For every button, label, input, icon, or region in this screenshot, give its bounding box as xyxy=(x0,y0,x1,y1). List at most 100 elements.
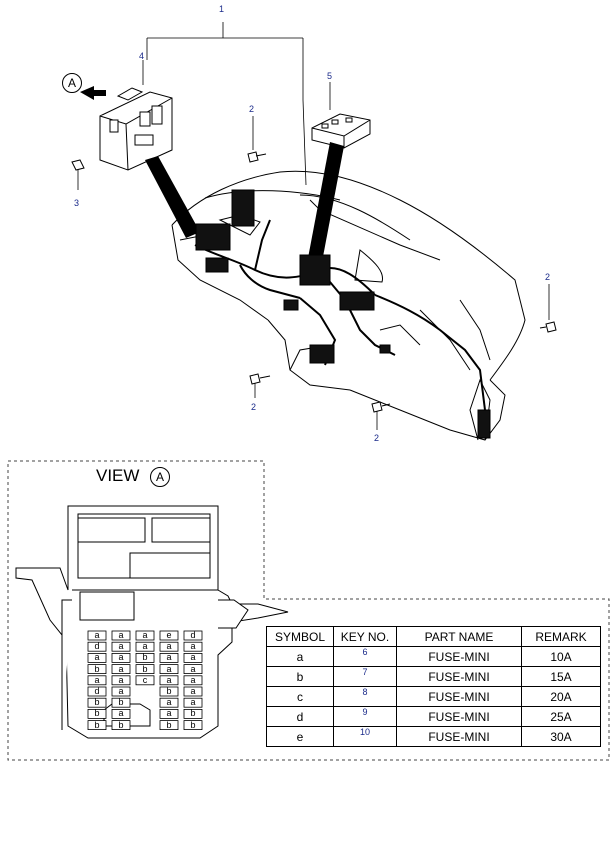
table-row: c 8 FUSE-MINI 20A xyxy=(266,686,601,707)
cell-symbol: c xyxy=(266,686,334,707)
cell-part: FUSE-MINI xyxy=(396,706,522,727)
fuse-slot xyxy=(183,709,203,719)
table-row: e 10 FUSE-MINI 30A xyxy=(266,726,601,747)
fuse-slot-label: b xyxy=(94,708,100,719)
harness-ribbons xyxy=(145,142,344,262)
header-part-name: PART NAME xyxy=(396,626,522,647)
callout-1: 1 xyxy=(219,4,225,14)
fuse-slot xyxy=(87,675,107,686)
cell-remark: 25A xyxy=(521,706,601,727)
fuse-slot-label: b xyxy=(118,697,124,708)
fuse-slot xyxy=(87,686,107,697)
fuse-slot xyxy=(135,630,155,641)
view-a-marker: A xyxy=(62,73,82,93)
fuse-slot-label: a xyxy=(94,630,100,640)
fuse-slot-label: b xyxy=(166,686,172,696)
fuse-slot xyxy=(87,709,107,719)
table-row: a 6 FUSE-MINI 10A xyxy=(266,646,601,667)
fuse-slot xyxy=(87,653,107,663)
fuse-slot xyxy=(111,641,131,652)
fuse-slot xyxy=(183,630,203,641)
cell-key: 9 xyxy=(333,706,397,727)
fuse-slot xyxy=(135,641,155,652)
relay-module xyxy=(311,113,371,149)
fuse-slot xyxy=(135,653,155,663)
cell-symbol: a xyxy=(266,646,334,667)
cell-remark: 15A xyxy=(521,666,601,687)
fuse-box-outline xyxy=(15,505,289,739)
table-row: b 7 FUSE-MINI 15A xyxy=(266,666,601,687)
callout-2-right: 2 xyxy=(545,272,551,282)
callout-2-bottom: 2 xyxy=(251,402,257,412)
fuse-slot-label: b xyxy=(166,719,172,730)
fuse-slot xyxy=(183,675,203,686)
fuse-slot xyxy=(111,653,131,663)
fuse-slot-label: d xyxy=(94,641,100,652)
cell-part: FUSE-MINI xyxy=(396,686,522,707)
table-header-row: SYMBOL KEY NO. PART NAME REMARK xyxy=(266,626,601,647)
fuse-slot xyxy=(159,664,179,674)
fuse-slot xyxy=(183,641,203,652)
fuse-slot xyxy=(111,664,131,674)
fuse-slot-label: b xyxy=(142,663,148,674)
cell-key: 8 xyxy=(333,686,397,707)
fuse-slot-label: a xyxy=(118,652,124,663)
cell-remark: 10A xyxy=(521,646,601,667)
cell-symbol: b xyxy=(266,666,334,687)
cell-key: 7 xyxy=(333,666,397,687)
fuse-slot-label: a xyxy=(118,663,124,674)
fuse-slot xyxy=(159,653,179,663)
fuse-slot xyxy=(159,709,179,719)
cell-remark: 30A xyxy=(521,726,601,747)
cell-remark: 20A xyxy=(521,686,601,707)
dashboard-outline xyxy=(171,170,526,441)
fuse-slot xyxy=(111,675,131,686)
fuse-slot-label: a xyxy=(94,652,100,663)
view-title-marker: A xyxy=(150,467,170,487)
fuse-slot-label: b xyxy=(118,719,124,730)
bolt-icons xyxy=(71,151,557,413)
fuse-slot-label: c xyxy=(142,674,148,685)
fuse-slot xyxy=(183,697,203,708)
fuse-slot-label: a xyxy=(166,708,172,719)
cell-symbol: d xyxy=(266,706,334,727)
fuse-slot-label: a xyxy=(118,708,124,719)
fuse-slot-label: a xyxy=(190,652,196,663)
fuse-slot-label: e xyxy=(166,630,172,640)
fuse-grid xyxy=(87,630,203,730)
fuse-slot xyxy=(183,653,203,663)
fuse-slot-label: a xyxy=(190,641,196,652)
wiring-harness xyxy=(194,219,486,411)
junction-box xyxy=(99,87,173,171)
fuse-slot-label: a xyxy=(118,674,124,685)
fuse-slot xyxy=(183,664,203,674)
fuse-slot-label: a xyxy=(190,686,196,696)
callout-5: 5 xyxy=(327,71,333,81)
fuse-slot-label: a xyxy=(118,686,124,696)
fuse-slot-label: a xyxy=(118,641,124,652)
fuse-slot xyxy=(183,686,203,697)
fuse-slot-label: a xyxy=(166,663,172,674)
fuse-slot-label: a xyxy=(118,630,124,640)
leader-lines xyxy=(77,22,550,430)
fuse-slot-label: a xyxy=(166,652,172,663)
fuse-slot-label: a xyxy=(190,697,196,708)
fuse-slot xyxy=(87,630,107,641)
fuse-table: SYMBOL KEY NO. PART NAME REMARK a 6 FUSE… xyxy=(266,626,601,747)
callout-3: 3 xyxy=(74,198,80,208)
fuse-slot xyxy=(87,720,107,730)
fuse-slot xyxy=(159,686,179,697)
fuse-slot-label: d xyxy=(94,686,100,696)
fuse-slot xyxy=(159,720,179,730)
fuse-slot xyxy=(111,630,131,641)
fuse-slot-label: a xyxy=(166,674,172,685)
callout-4: 4 xyxy=(139,51,145,61)
fuse-slot-label: d xyxy=(190,630,196,640)
callout-2-top: 2 xyxy=(249,104,255,114)
fuse-slot xyxy=(111,686,131,697)
fuse-slot-label: b xyxy=(94,697,100,708)
fuse-slot-label: a xyxy=(166,641,172,652)
fuse-slot xyxy=(111,720,131,730)
fuse-slot xyxy=(135,675,155,686)
connector-blocks xyxy=(195,189,491,439)
